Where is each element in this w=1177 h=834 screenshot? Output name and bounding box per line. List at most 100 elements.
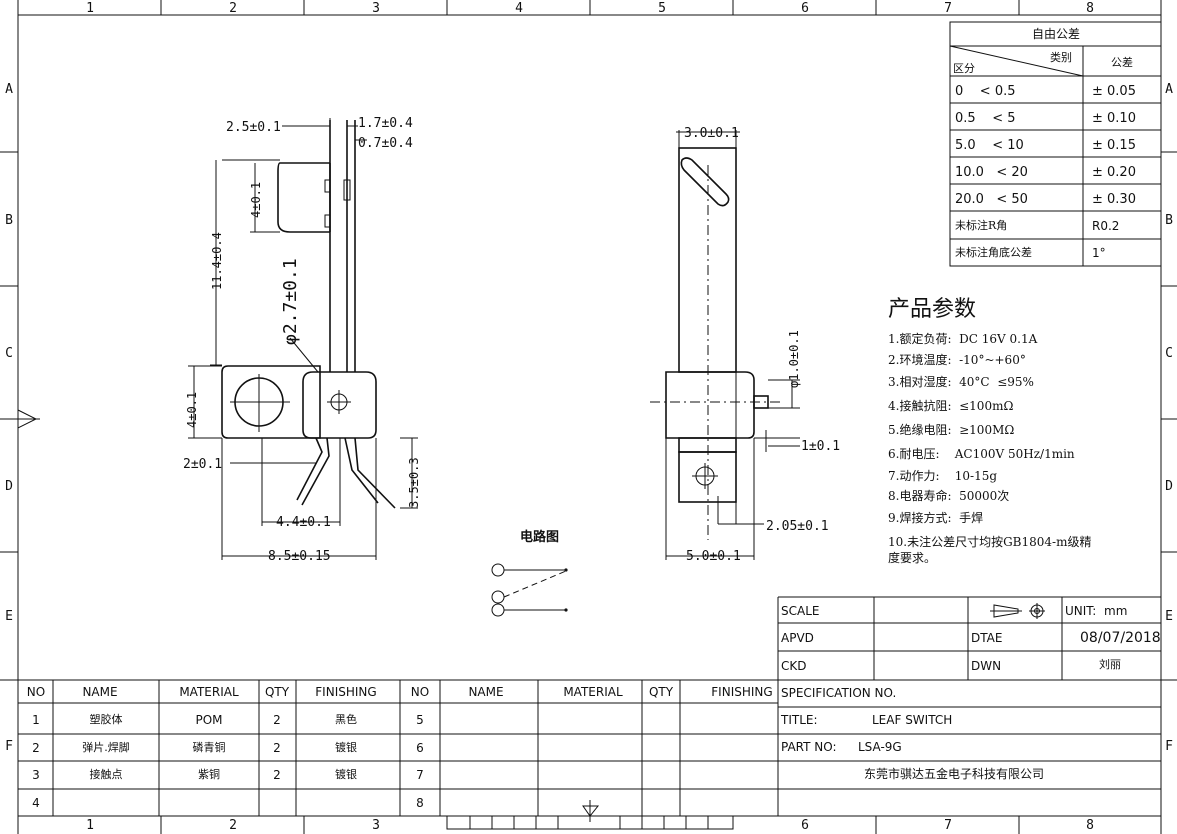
contact-dot <box>564 608 568 612</box>
col-label: 6 <box>801 818 809 833</box>
col-label: 2 <box>229 818 237 833</box>
spec-label: SPECIFICATION NO. <box>781 686 896 700</box>
column-labels-top: 1 2 3 4 5 6 7 8 <box>86 1 1094 16</box>
col-label: 4 <box>515 1 523 16</box>
col-label: 3 <box>372 818 380 833</box>
bom-cell: 2 <box>273 768 281 782</box>
bom-cell: 弹片.焊脚 <box>82 740 130 754</box>
tolerance-range: 20.0 < 50 <box>955 192 1028 207</box>
front-view: 2.5±0.1 1.7±0.4 0.7±0.4 4±0.1 11.4±0.4 φ… <box>183 116 421 564</box>
bom-cell: 磷青铜 <box>193 740 226 754</box>
bom-cell: 黑色 <box>335 712 357 726</box>
tolerance-head-zone: 区分 <box>953 62 975 75</box>
param-note: 度要求。 <box>888 550 936 565</box>
tolerance-head-tol: 公差 <box>1111 55 1133 69</box>
col-label: 6 <box>801 1 809 16</box>
scale-label: SCALE <box>781 604 819 618</box>
unit-label: UNIT: <box>1065 604 1096 618</box>
title-block: SCALE UNIT: mm APVD DTAE 08/07/2018 CKD … <box>777 596 1161 816</box>
bom-header: QTY <box>265 685 290 699</box>
bom-cell: 2 <box>273 713 281 727</box>
ckd-label: CKD <box>781 659 807 673</box>
param-item: 6.耐电压: AC100V 50Hz/1min <box>888 447 1075 461</box>
col-label: 1 <box>86 818 94 833</box>
params-title: 产品参数 <box>888 297 976 322</box>
company-name: 东莞市骐达五金电子科技有限公司 <box>864 766 1044 781</box>
dim-label: 4±0.1 <box>185 392 199 428</box>
param-item: 5.绝缘电阻: ≥100MΩ <box>888 422 1014 437</box>
bom-header: MATERIAL <box>563 685 623 699</box>
row-label: C <box>5 346 13 361</box>
bom-cell: POM <box>195 713 222 727</box>
bom-cell: 3 <box>32 768 40 782</box>
bom-cell: 5 <box>416 713 424 727</box>
tolerance-value: ± 0.10 <box>1092 111 1136 126</box>
dim-label: φ1.0±0.1 <box>787 330 801 388</box>
dwn-label: DWN <box>971 659 1001 673</box>
row-label: A <box>5 82 13 97</box>
tolerance-value: ± 0.05 <box>1092 84 1136 99</box>
dim-label: 2.5±0.1 <box>226 120 281 135</box>
bom-cell: 7 <box>416 768 424 782</box>
tolerance-title: 自由公差 <box>1032 27 1080 41</box>
side-view: 3.0±0.1 φ1.0±0.1 1±0.1 2.05±0.1 5.0±0.1 <box>650 126 840 564</box>
tolerance-range: 0 < 0.5 <box>955 84 1016 99</box>
param-item: 3.相对湿度: 40°C ≤95% <box>888 374 1034 389</box>
dwn-value: 刘丽 <box>1099 658 1121 671</box>
row-label: E <box>1165 609 1173 624</box>
param-item: 1.额定负荷: DC 16V 0.1A <box>888 331 1038 346</box>
dim-label: 3.5±0.3 <box>407 457 421 508</box>
dim-label: 1.7±0.4 <box>358 116 413 131</box>
bom-header: MATERIAL <box>179 685 239 699</box>
projection-symbol-icon <box>990 603 1045 619</box>
apvd-label: APVD <box>781 631 814 645</box>
param-item: 9.焊接方式: 手焊 <box>888 510 983 525</box>
tolerance-range: 5.0 < 10 <box>955 138 1024 153</box>
title-label: TITLE: <box>780 713 818 727</box>
row-label: B <box>1165 213 1173 228</box>
bom-cell: 紫铜 <box>198 767 220 781</box>
row-labels-left: A B C D E F <box>5 82 13 754</box>
row-labels-right: A B C D E F <box>1165 82 1173 754</box>
tolerance-table: 自由公差 类别 区分 公差 0 < 0.5 ± 0.05 0.5 < 5 ± 0… <box>949 21 1162 267</box>
tolerance-extra-value: 1° <box>1092 246 1106 260</box>
column-labels-bottom: 1 2 3 6 7 8 <box>86 818 1094 833</box>
dim-label: 0.7±0.4 <box>358 136 413 151</box>
bom-header: FINISHING <box>711 685 772 699</box>
dim-label: 4±0.1 <box>249 182 263 218</box>
dim-label: 4.4±0.1 <box>276 515 331 530</box>
col-label: 2 <box>229 1 237 16</box>
row-label: B <box>5 213 13 228</box>
bom-header: QTY <box>649 685 674 699</box>
col-label: 3 <box>372 1 380 16</box>
bom-header: NO <box>27 685 45 699</box>
dim-label: 2±0.1 <box>183 457 222 472</box>
row-label: F <box>5 739 13 754</box>
bom-cell: 镀银 <box>335 767 357 781</box>
param-note: 10.未注公差尺寸均按GB1804-m级精 <box>888 534 1091 549</box>
bom-cell: 2 <box>32 741 40 755</box>
bom-header: NAME <box>82 685 117 699</box>
circuit-title: 电路图 <box>520 529 559 545</box>
col-label: 7 <box>944 818 952 833</box>
tolerance-value: ± 0.30 <box>1092 192 1136 207</box>
dim-label: 1±0.1 <box>801 439 840 454</box>
tolerance-extra-value: R0.2 <box>1092 219 1119 233</box>
bom-cell: 4 <box>32 796 40 810</box>
bom-cell: 塑胶体 <box>90 712 123 726</box>
row-label: D <box>1165 479 1173 494</box>
bom-cell: 镀银 <box>335 740 357 754</box>
col-label: 5 <box>658 1 666 16</box>
bom-cell: 6 <box>416 741 424 755</box>
param-item: 4.接触抗阻: ≤100mΩ <box>888 398 1013 413</box>
bom-header: NO <box>411 685 429 699</box>
bom-table: NO NAME MATERIAL QTY FINISHING NO NAME M… <box>18 680 778 816</box>
param-item: 7.动作力: 10-15g <box>888 469 997 483</box>
contact-dot <box>564 568 568 572</box>
param-item: 2.环境温度: -10°~+60° <box>888 352 1026 367</box>
col-label: 8 <box>1086 1 1094 16</box>
date-value: 08/07/2018 <box>1080 630 1161 646</box>
bom-header: FINISHING <box>315 685 376 699</box>
row-label: F <box>1165 739 1173 754</box>
